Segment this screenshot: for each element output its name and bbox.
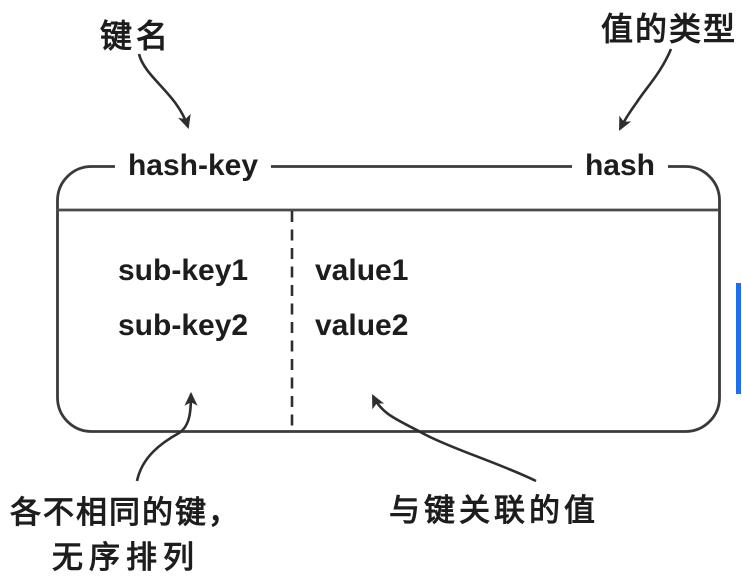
arrow-keysnote-to-subkeys	[135, 391, 198, 482]
table-row-key: sub-key2	[118, 309, 249, 342]
value-type-annotation: 值的类型	[601, 11, 738, 47]
distinct-keys-annotation-line1: 各不相同的键，	[10, 495, 241, 530]
table-row-value: value2	[315, 309, 409, 342]
hash-type-label: hash	[571, 148, 669, 184]
associated-values-annotation: 与键关联的值	[389, 493, 599, 528]
table-row-value: value1	[315, 254, 409, 287]
table-row-key: sub-key1	[118, 254, 249, 287]
hash-key-label: hash-key	[114, 148, 272, 184]
hash-box-outline	[56, 165, 721, 433]
arrow-keyname-to-hashkey	[137, 53, 191, 129]
scrollbar-thumb[interactable]	[736, 283, 741, 394]
key-name-annotation: 键名	[100, 18, 173, 54]
arrow-valuesnote-to-values	[371, 394, 537, 483]
distinct-keys-annotation-line2: 无序排列	[52, 540, 200, 575]
arrow-valuetype-to-hash	[618, 48, 673, 131]
